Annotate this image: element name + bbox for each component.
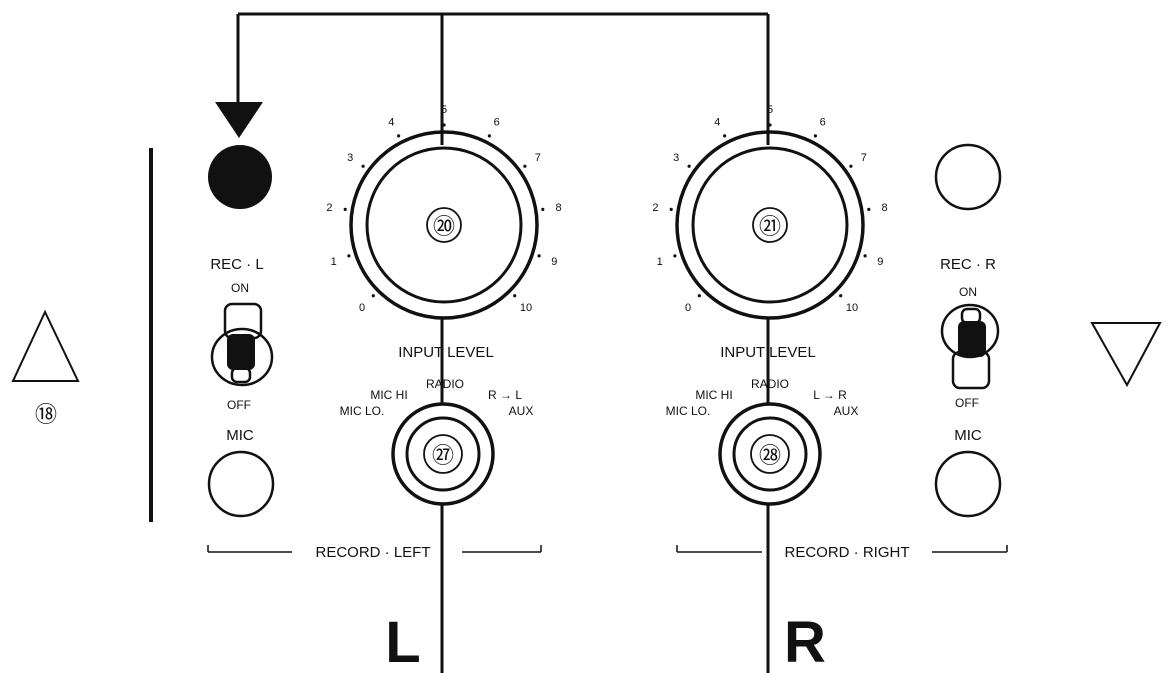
scale-tick-label-left: 1 <box>331 256 337 268</box>
triangle-down-icon <box>1090 322 1162 388</box>
scale-tick-label-right: 1 <box>657 256 663 268</box>
rec-label-left: REC · L <box>210 256 263 273</box>
input-level-knob-left[interactable] <box>349 130 539 320</box>
scale-tick-label-left: 2 <box>326 202 332 214</box>
toggle-off-label-left: OFF <box>227 398 251 412</box>
scale-tick-label-right: 9 <box>877 256 883 268</box>
mic-jack-left[interactable] <box>207 450 275 518</box>
scale-tick-label-left: 10 <box>520 302 532 314</box>
left-channel: REC · L ON OFF MIC ⑳ 0 1 2 3 4 5 6 7 8 9 10 INPUT … <box>207 104 562 673</box>
channel-letter-right: R <box>784 610 826 673</box>
scale-tick-mark <box>523 164 527 168</box>
scale-tick-mark <box>723 134 727 138</box>
scale-tick-mark <box>673 254 677 258</box>
scale-tick-mark <box>361 164 365 168</box>
toggle-off-label-right: OFF <box>955 396 979 410</box>
mic-jack-right[interactable] <box>934 450 1002 518</box>
scale-tick-label-left: 8 <box>556 202 562 214</box>
record-left-label: RECORD · LEFT <box>315 544 430 561</box>
input-level-knob-right[interactable] <box>675 130 865 320</box>
scale-tick-label-left: 3 <box>347 152 353 164</box>
toggle-on-label-right: ON <box>959 285 977 299</box>
scale-tick-label-left: 6 <box>494 117 500 129</box>
scale-tick-label-right: 5 <box>767 104 773 116</box>
input-level-scale-left: 0 1 2 3 4 5 6 7 8 9 10 <box>326 104 561 314</box>
selector-mic-lo-right: MIC LO. <box>666 404 711 418</box>
triangle-up-icon <box>11 309 80 382</box>
selector-mic-hi-left: MIC HI <box>370 388 407 402</box>
selector-aux-left: AUX <box>509 404 534 418</box>
scale-tick-label-left: 5 <box>441 104 447 116</box>
rec-indicator-right <box>934 143 1002 211</box>
rec-toggle-left[interactable] <box>210 302 274 387</box>
selector-route-left: R → L <box>488 388 522 402</box>
scale-tick-mark <box>541 207 545 211</box>
selector-mic-hi-right: MIC HI <box>695 388 732 402</box>
input-level-label-left: INPUT LEVEL <box>398 344 494 361</box>
selector-mic-lo-left: MIC LO. <box>340 404 385 418</box>
scale-tick-mark <box>487 134 491 138</box>
channel-letter-left: L <box>385 610 420 673</box>
input-level-scale-right: 0 1 2 3 4 5 6 7 8 9 10 <box>652 104 887 314</box>
scale-tick-label-left: 9 <box>551 256 557 268</box>
record-right-label: RECORD · RIGHT <box>785 544 910 561</box>
scale-tick-label-right: 0 <box>685 302 691 314</box>
scale-tick-mark <box>343 207 347 211</box>
rec-indicator-left <box>208 145 272 209</box>
scale-tick-mark <box>347 254 351 258</box>
selector-radio-left: RADIO <box>426 377 464 391</box>
selector-aux-right: AUX <box>834 404 859 418</box>
rec-toggle-right[interactable] <box>940 303 1000 390</box>
knob-27-label: ㉗ <box>432 444 454 469</box>
record-left-bracket <box>207 545 542 553</box>
scale-tick-mark <box>863 254 867 258</box>
source-selector-knob-right[interactable] <box>718 402 822 506</box>
indicator-18-label: ⑱ <box>35 403 57 428</box>
knob-20-label: ⑳ <box>433 215 455 240</box>
rec-label-right: REC · R <box>940 256 996 273</box>
scale-tick-mark <box>839 294 843 298</box>
record-right-bracket <box>676 545 1008 553</box>
knob-28-label: ㉘ <box>759 444 781 469</box>
scale-tick-mark <box>867 207 871 211</box>
scale-tick-mark <box>442 123 446 127</box>
scale-tick-label-right: 2 <box>652 202 658 214</box>
scale-tick-mark <box>537 254 541 258</box>
mic-label-left: MIC <box>226 427 254 444</box>
scale-tick-mark <box>371 294 375 298</box>
scale-tick-label-right: 4 <box>714 117 720 129</box>
scale-tick-label-left: 7 <box>535 152 541 164</box>
scale-tick-mark <box>697 294 701 298</box>
scale-tick-label-left: 0 <box>359 302 365 314</box>
scale-tick-label-right: 10 <box>846 302 858 314</box>
scale-tick-label-right: 6 <box>820 117 826 129</box>
scale-tick-label-right: 8 <box>882 202 888 214</box>
selector-route-right: L → R <box>813 388 847 402</box>
routing-bracket <box>215 12 770 145</box>
mic-label-right: MIC <box>954 427 982 444</box>
scale-tick-label-right: 7 <box>861 152 867 164</box>
selector-radio-right: RADIO <box>751 377 789 391</box>
scale-tick-mark <box>813 134 818 138</box>
toggle-on-label-left: ON <box>231 281 249 295</box>
scale-tick-label-left: 4 <box>388 117 394 129</box>
scale-tick-mark <box>687 164 691 168</box>
knob-21-label: ㉑ <box>759 215 781 240</box>
scale-tick-mark <box>849 164 853 168</box>
scale-tick-mark <box>768 123 772 127</box>
scale-tick-mark <box>397 134 401 138</box>
arrow-down-icon <box>215 102 263 138</box>
scale-tick-mark <box>669 207 673 211</box>
scale-tick-mark <box>513 294 517 298</box>
scale-tick-label-right: 3 <box>673 152 679 164</box>
